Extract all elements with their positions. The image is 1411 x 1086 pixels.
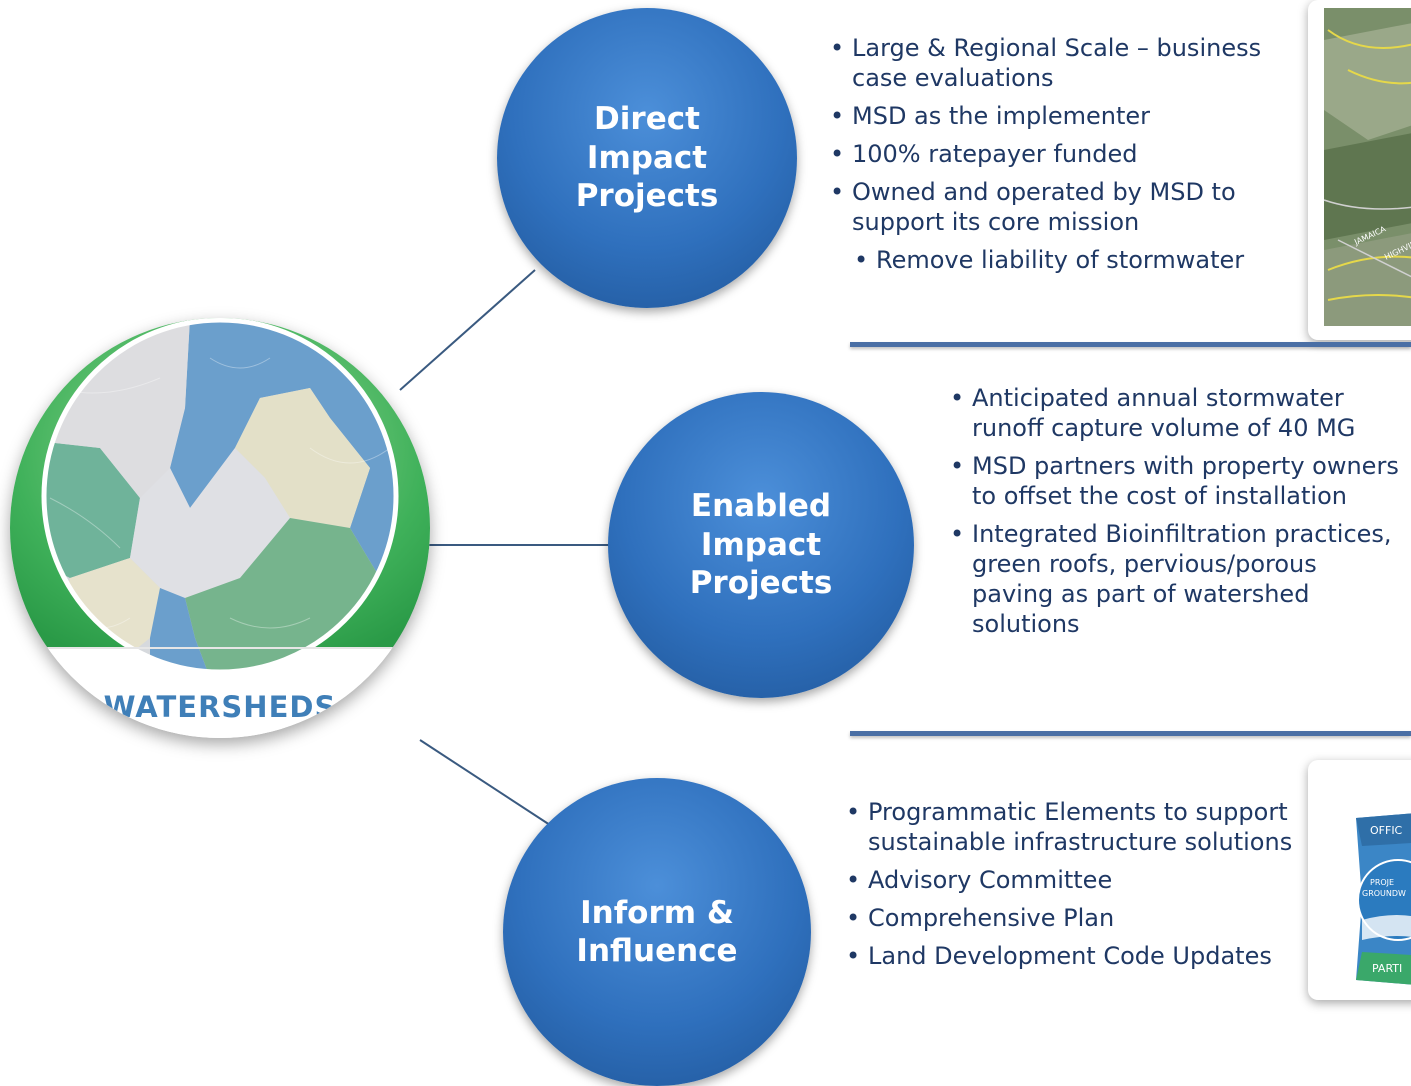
node-label: Direct Impact Projects — [575, 101, 719, 215]
badge-top-text: OFFIC — [1370, 824, 1403, 837]
node-enabled-impact-projects: Enabled Impact Projects — [608, 392, 914, 698]
connector-inform — [419, 739, 551, 826]
bullet-item: MSD partners with property owners to off… — [950, 451, 1400, 511]
watersheds-hub: WATERSHEDS — [10, 318, 430, 738]
bullet-item: Owned and operated by MSD to support its… — [830, 177, 1300, 237]
badge-image: OFFIC PROJE GROUNDW PARTI — [1356, 813, 1411, 985]
connector-direct — [399, 269, 536, 391]
sub-bullet-item: Remove liability of stormwater — [854, 245, 1300, 275]
section-divider — [850, 342, 1411, 347]
project-groundwork-badge: OFFIC PROJE GROUNDW PARTI — [1308, 760, 1411, 1000]
node-label: Enabled Impact Projects — [689, 488, 833, 602]
bullet-item: Advisory Committee — [846, 865, 1306, 895]
bullet-item: Large & Regional Scale – business case e… — [830, 33, 1300, 93]
badge-middle-text: PROJE — [1370, 878, 1394, 887]
watershed-map-icon — [10, 318, 430, 738]
bullet-item: Land Development Code Updates — [846, 941, 1306, 971]
bullet-item: Integrated Bioinfiltration practices, gr… — [950, 519, 1400, 639]
node-direct-impact-projects: Direct Impact Projects — [497, 8, 797, 308]
badge-bottom-text: PARTI — [1372, 962, 1402, 975]
bullet-item: Comprehensive Plan — [846, 903, 1306, 933]
hub-label: WATERSHEDS — [103, 690, 337, 724]
enabled-impact-bullet-list: Anticipated annual stormwater runoff cap… — [950, 383, 1400, 647]
aerial-map-photo: JAMAICA HIGHVIEW — [1308, 0, 1411, 340]
node-label: Inform & Influence — [576, 894, 738, 969]
section-divider — [850, 731, 1411, 736]
bullet-item: 100% ratepayer funded — [830, 139, 1300, 169]
bullet-item: MSD as the implementer — [830, 101, 1300, 131]
direct-impact-bullet-list: Large & Regional Scale – business case e… — [830, 33, 1300, 283]
node-inform-and-influence: Inform & Influence — [503, 778, 811, 1086]
bullet-item: Anticipated annual stormwater runoff cap… — [950, 383, 1400, 443]
inform-influence-bullet-list: Programmatic Elements to support sustain… — [846, 797, 1306, 979]
badge-middle-text-2: GROUNDW — [1362, 889, 1406, 898]
bullet-item: Programmatic Elements to support sustain… — [846, 797, 1306, 857]
aerial-map-image: JAMAICA HIGHVIEW — [1323, 8, 1411, 326]
